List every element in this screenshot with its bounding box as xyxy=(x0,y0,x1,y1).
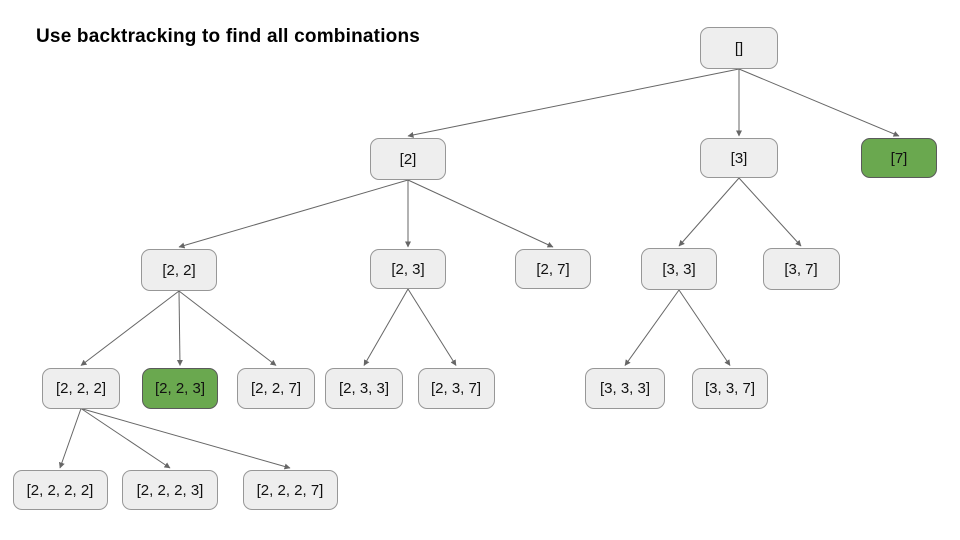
tree-node-2-7: [2, 7] xyxy=(515,249,591,289)
tree-node-3-3-3: [3, 3, 3] xyxy=(585,367,665,409)
tree-node-2-2-3: [2, 2, 3] xyxy=(142,367,218,409)
tree-node-3: [3] xyxy=(700,138,778,178)
tree-node-2-2-2: [2, 2, 2] xyxy=(42,367,120,409)
tree-edge-2-2-2-to-2-2-2-2 xyxy=(59,408,82,469)
tree-node-3-7: [3, 7] xyxy=(762,248,840,290)
tree-node-2-3-7: [2, 3, 7] xyxy=(417,367,495,409)
tree-node-2-2-2-7: [2, 2, 2, 7] xyxy=(242,470,338,510)
tree-edge-3-3-to-3-3-7 xyxy=(678,289,731,366)
tree-edge-3-to-3-7 xyxy=(738,177,802,247)
tree-edge-2-2-to-2-2-7 xyxy=(178,290,277,366)
tree-edge-3-to-3-3 xyxy=(678,177,740,247)
tree-node-7: [7] xyxy=(861,138,937,178)
tree-edge-2-2-2-to-2-2-2-7 xyxy=(80,408,291,470)
tree-edge-2-2-to-2-2-3 xyxy=(176,290,183,366)
tree-node-2-3: [2, 3] xyxy=(370,249,446,289)
page-title: Use backtracking to find all combination… xyxy=(36,26,421,47)
tree-node-2-2-7: [2, 2, 7] xyxy=(237,367,315,409)
tree-node-2-2-2-3: [2, 2, 2, 3] xyxy=(122,470,218,510)
tree-edge-2-to-2-7 xyxy=(407,179,554,248)
tree-node-2-2: [2, 2] xyxy=(141,249,217,291)
tree-edge-3-3-to-3-3-3 xyxy=(624,289,680,366)
tree-edge-2-3-to-2-3-3 xyxy=(363,288,409,366)
tree-edge-root-to-2 xyxy=(407,68,740,138)
tree-node-3-3-7: [3, 3, 7] xyxy=(692,367,768,409)
tree-edge-2-3-to-2-3-7 xyxy=(407,288,457,366)
tree-node-2: [2] xyxy=(370,138,446,180)
tree-edge-root-to-7 xyxy=(738,68,900,137)
tree-node-root: [] xyxy=(700,27,778,69)
tree-edge-2-to-2-2 xyxy=(178,179,409,249)
tree-edge-2-2-2-to-2-2-2-3 xyxy=(80,408,171,469)
tree-node-2-3-3: [2, 3, 3] xyxy=(325,367,403,409)
tree-node-2-2-2-2: [2, 2, 2, 2] xyxy=(12,470,108,510)
tree-edge-2-2-to-2-2-2 xyxy=(80,290,180,366)
tree-node-3-3: [3, 3] xyxy=(641,248,717,290)
